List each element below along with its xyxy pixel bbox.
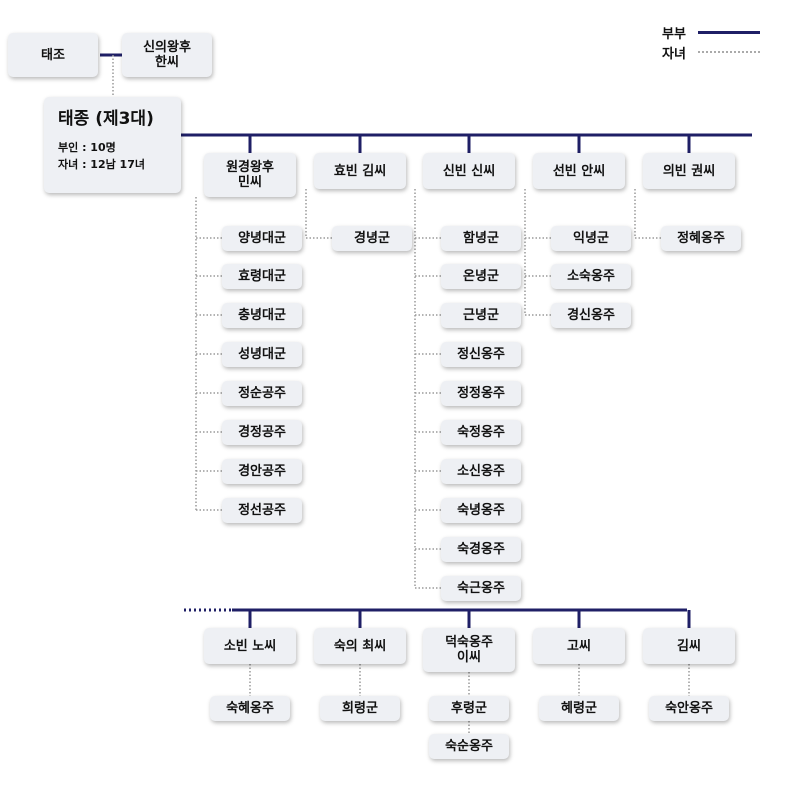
child-box-label: 숙혜옹주 [226, 701, 274, 716]
child-box-label: 함녕군 [463, 231, 499, 246]
child-box: 정혜옹주 [661, 226, 741, 251]
child-box: 효령대군 [222, 264, 302, 289]
child-box: 충녕대군 [222, 303, 302, 328]
mother-name-line2: 한씨 [155, 55, 179, 70]
king-box: 태종 (제3대) 부인 : 10명 자녀 : 12남 17녀 [44, 97, 181, 193]
child-box: 숙정옹주 [441, 420, 521, 445]
consort-box-2: 신빈 신씨 [423, 153, 515, 189]
legend-child-label: 자녀 [662, 46, 686, 62]
child-box: 후령군 [429, 696, 509, 721]
consort-box-9-label: 김씨 [677, 638, 701, 654]
consort-box-6-label: 숙의 최씨 [333, 638, 387, 654]
consort-box-7-label: 이씨 [457, 650, 481, 665]
consort-box-3-label: 선빈 안씨 [552, 163, 606, 179]
child-box: 희령군 [320, 696, 400, 721]
father-name: 태조 [41, 47, 65, 63]
child-box-label: 정혜옹주 [677, 231, 725, 246]
consort-box-1-label: 효빈 김씨 [333, 163, 387, 179]
consort-box-4: 의빈 권씨 [643, 153, 735, 189]
child-box: 성녕대군 [222, 342, 302, 367]
child-box: 정순공주 [222, 381, 302, 406]
consort-box-0-label: 민씨 [238, 175, 262, 190]
child-box-label: 소숙옹주 [567, 269, 615, 284]
child-box-label: 정선공주 [238, 503, 286, 518]
consort-box-1: 효빈 김씨 [314, 153, 406, 189]
child-box: 익녕군 [551, 226, 631, 251]
child-box: 소숙옹주 [551, 264, 631, 289]
child-box-label: 숙순옹주 [445, 739, 493, 754]
king-title: 태종 (제3대) [58, 109, 154, 129]
child-box: 소신옹주 [441, 459, 521, 484]
child-box-label: 경안공주 [238, 464, 286, 479]
consort-box-9: 김씨 [643, 628, 735, 664]
child-box-label: 충녕대군 [238, 308, 286, 323]
child-box-label: 정정옹주 [457, 386, 505, 401]
child-box-label: 혜령군 [561, 701, 597, 716]
child-box: 정정옹주 [441, 381, 521, 406]
child-box: 숙경옹주 [441, 537, 521, 562]
child-box-label: 경녕군 [354, 231, 390, 246]
child-box-label: 정신옹주 [457, 347, 505, 362]
child-box: 혜령군 [539, 696, 619, 721]
consort-box-3: 선빈 안씨 [533, 153, 625, 189]
child-box-label: 희령군 [342, 701, 378, 716]
king-wives-count: 부인 : 10명 [58, 141, 116, 154]
legend: 부부 자녀 [662, 22, 760, 62]
consort-box-4-label: 의빈 권씨 [662, 163, 716, 179]
legend-spouse-label: 부부 [662, 26, 686, 42]
mother-name-line1: 신의왕후 [143, 40, 191, 55]
child-box: 숙혜옹주 [210, 696, 290, 721]
legend-spouse: 부부 [662, 22, 760, 42]
child-box: 함녕군 [441, 226, 521, 251]
child-box: 온녕군 [441, 264, 521, 289]
child-box-label: 경정공주 [238, 425, 286, 440]
child-box-label: 성녕대군 [238, 347, 286, 362]
child-box: 경정공주 [222, 420, 302, 445]
child-box-label: 숙정옹주 [457, 425, 505, 440]
child-box: 경안공주 [222, 459, 302, 484]
child-box: 숙순옹주 [429, 734, 509, 759]
legend-spouse-line [698, 30, 760, 34]
child-box-label: 온녕군 [463, 269, 499, 284]
child-box: 경녕군 [332, 226, 412, 251]
consort-box-7-label: 덕숙옹주 [445, 635, 493, 650]
child-box: 숙근옹주 [441, 576, 521, 601]
mother-box: 신의왕후 한씨 [122, 33, 212, 77]
child-box-label: 숙안옹주 [665, 701, 713, 716]
child-box-label: 숙근옹주 [457, 581, 505, 596]
child-box: 근녕군 [441, 303, 521, 328]
legend-child-line [698, 51, 760, 53]
child-box: 양녕대군 [222, 226, 302, 251]
legend-child: 자녀 [662, 42, 760, 62]
child-box: 정신옹주 [441, 342, 521, 367]
child-box-label: 숙경옹주 [457, 542, 505, 557]
king-children-count: 자녀 : 12남 17녀 [58, 158, 145, 171]
child-box-label: 후령군 [451, 701, 487, 716]
child-box-label: 소신옹주 [457, 464, 505, 479]
consort-box-8: 고씨 [533, 628, 625, 664]
child-box: 경신옹주 [551, 303, 631, 328]
child-box: 정선공주 [222, 498, 302, 523]
consort-box-6: 숙의 최씨 [314, 628, 406, 664]
child-box-label: 근녕군 [463, 308, 499, 323]
consort-box-0-label: 원경왕후 [226, 160, 274, 175]
child-box-label: 양녕대군 [238, 231, 286, 246]
consort-box-5: 소빈 노씨 [204, 628, 296, 664]
child-box-label: 효령대군 [238, 269, 286, 284]
child-box: 숙녕옹주 [441, 498, 521, 523]
consort-box-5-label: 소빈 노씨 [223, 638, 277, 654]
child-box-label: 숙녕옹주 [457, 503, 505, 518]
father-box: 태조 [8, 33, 98, 77]
child-box-label: 경신옹주 [567, 308, 615, 323]
child-box-label: 익녕군 [573, 231, 609, 246]
child-box: 숙안옹주 [649, 696, 729, 721]
consort-box-8-label: 고씨 [567, 638, 591, 654]
child-box-label: 정순공주 [238, 386, 286, 401]
consort-box-2-label: 신빈 신씨 [442, 163, 496, 179]
